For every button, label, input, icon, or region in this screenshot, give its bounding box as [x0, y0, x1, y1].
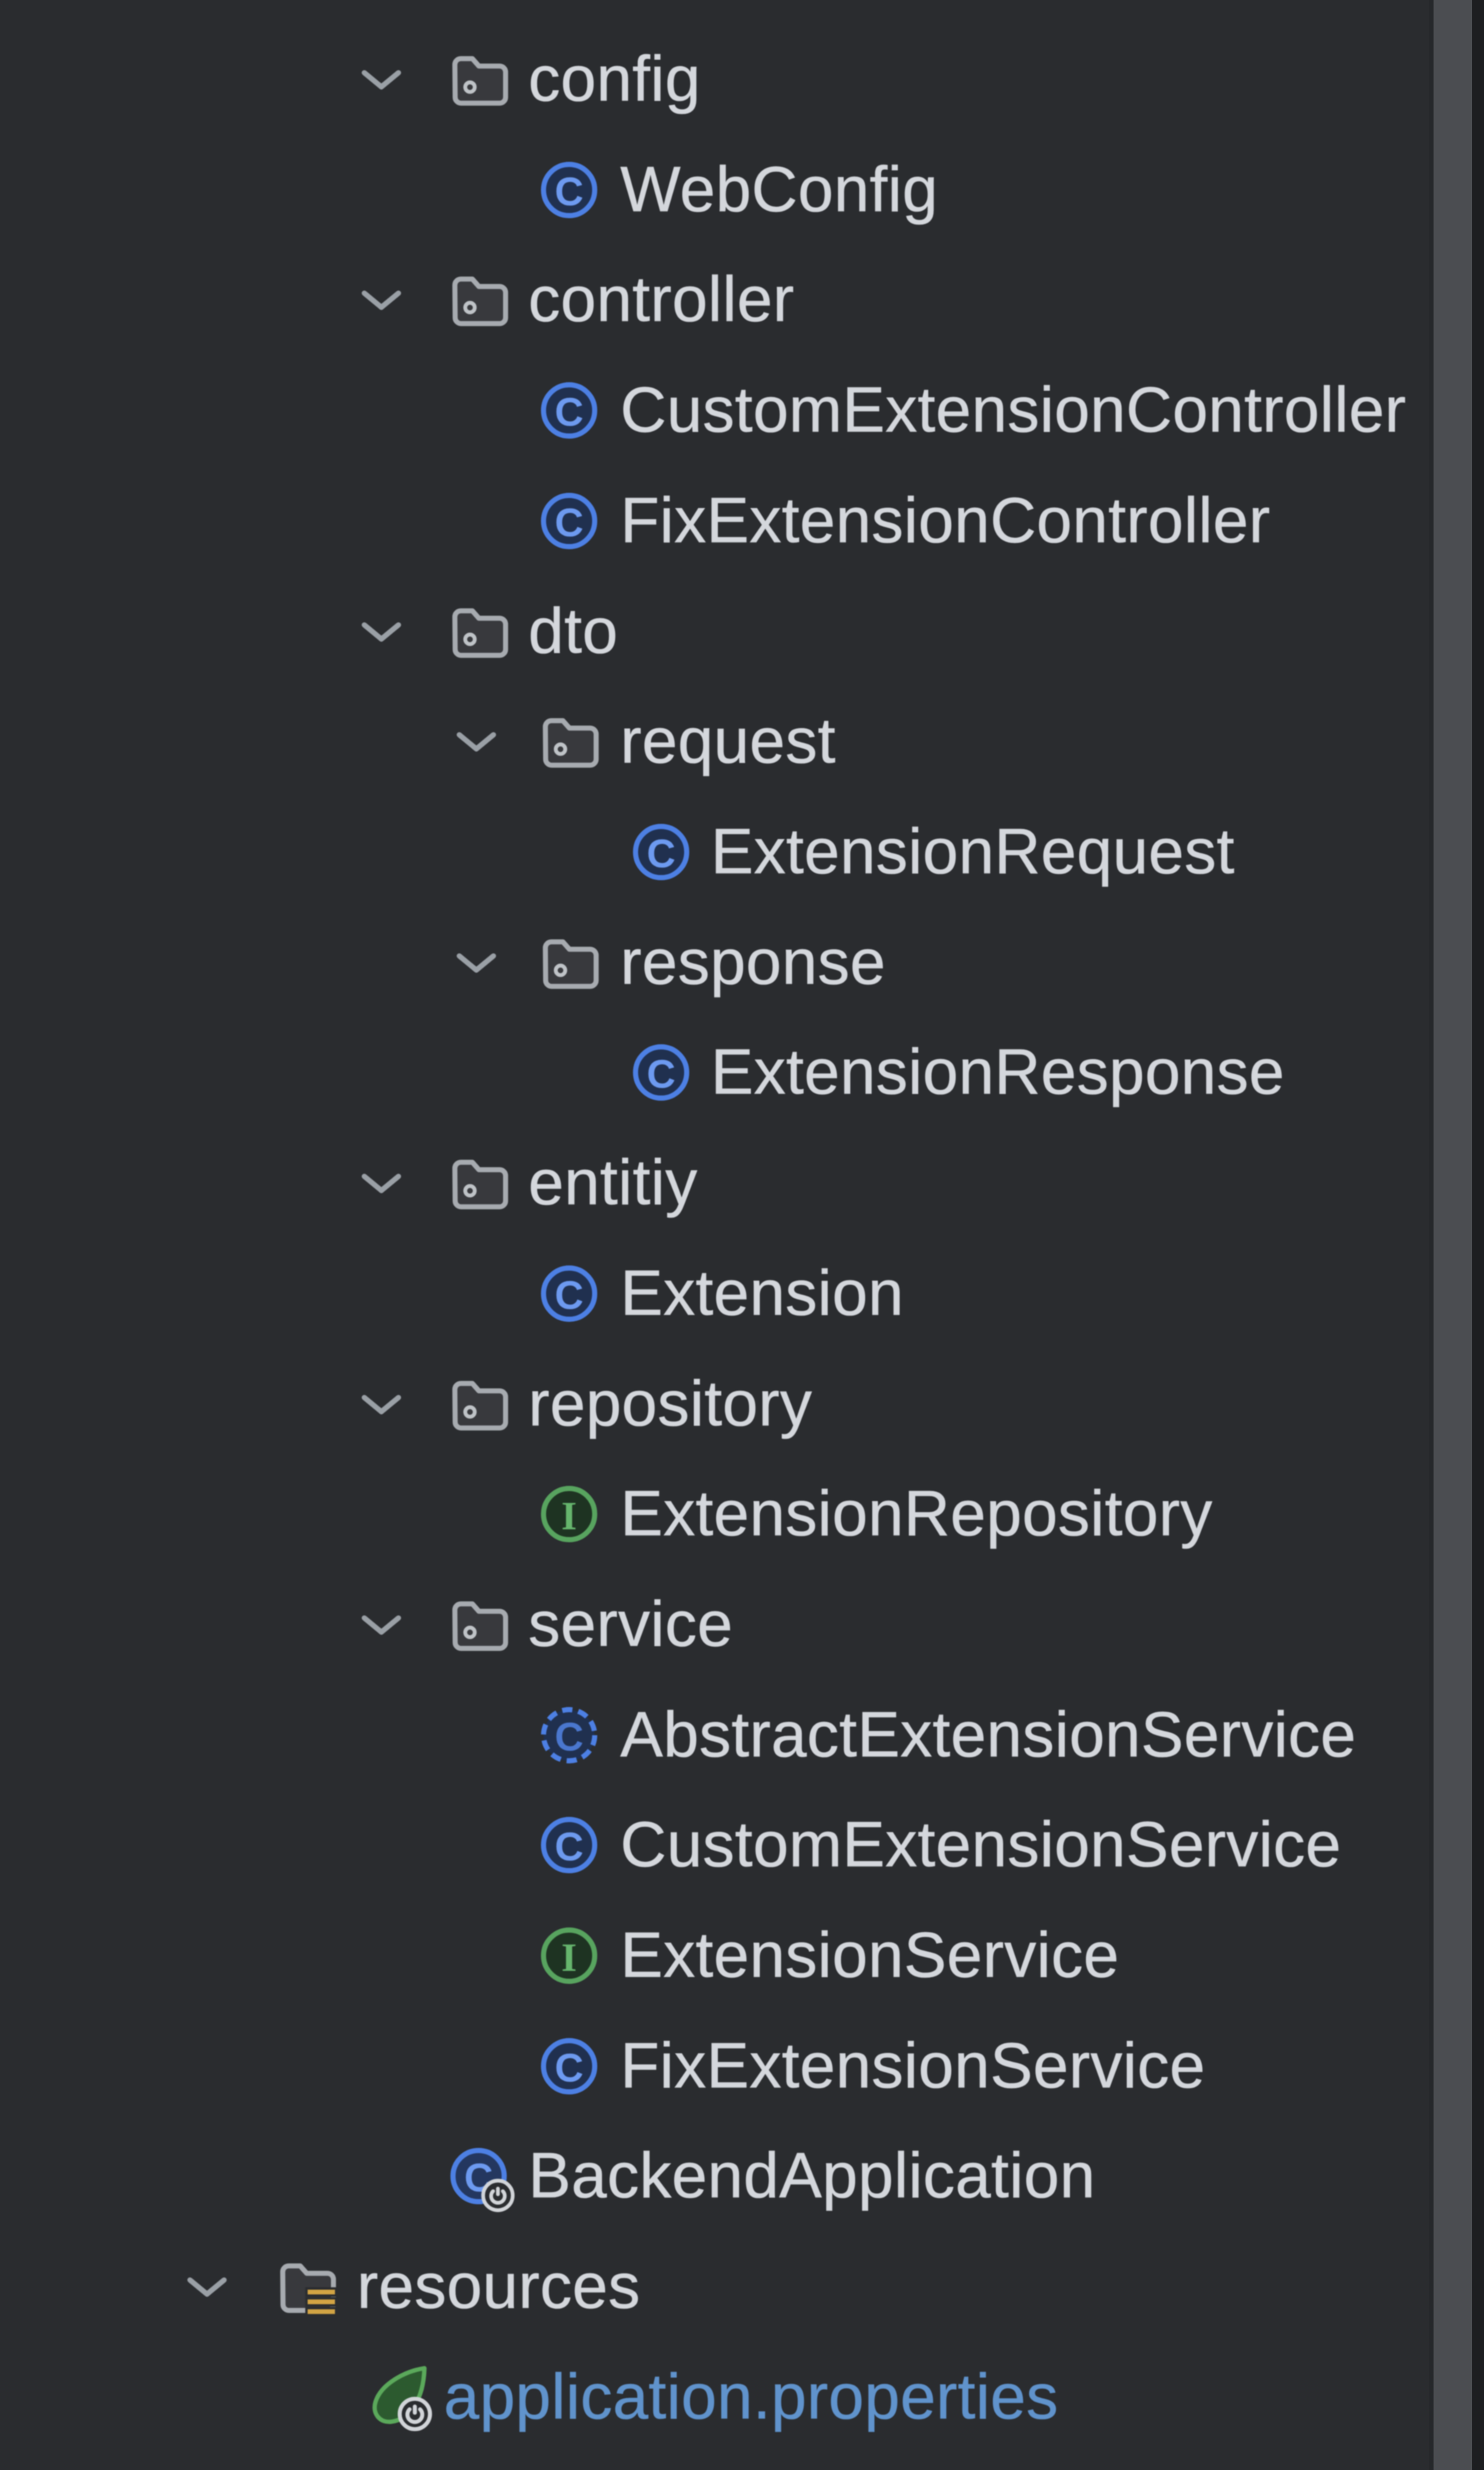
chevron-down-icon[interactable] — [360, 618, 403, 645]
scrollbar-track-seam — [1429, 0, 1434, 2470]
tree-item-label: repository — [528, 1368, 812, 1440]
folder-icon — [180, 2461, 252, 2470]
tree-row[interactable]: C FixExtensionService — [0, 2011, 1431, 2121]
tree-row[interactable]: application.properties — [0, 2342, 1431, 2452]
svg-text:C: C — [555, 1273, 584, 1317]
tree-item-label: controller — [528, 263, 795, 336]
svg-text:I: I — [562, 1935, 577, 1979]
tree-row[interactable]: dto — [0, 577, 1431, 687]
tree-item-label: config — [528, 43, 701, 115]
tree-row[interactable]: C CustomExtensionService — [0, 1790, 1431, 1900]
tree-row[interactable]: I ExtensionRepository — [0, 1459, 1431, 1569]
chevron-down-icon[interactable] — [455, 728, 498, 755]
tree-row[interactable] — [0, 2461, 1431, 2470]
tree-row[interactable]: C WebConfig — [0, 135, 1431, 245]
package-folder-icon — [535, 927, 606, 998]
tree-row[interactable]: C Extension — [0, 1239, 1431, 1349]
class-icon: C — [627, 1038, 695, 1107]
tree-item-label: dto — [528, 595, 619, 667]
tree-item-label: service — [528, 1588, 733, 1660]
tree-item-label: CustomExtensionService — [620, 1809, 1342, 1881]
panel-edge — [1472, 0, 1484, 2470]
class-icon: C — [535, 376, 603, 445]
tree-item-label: FixExtensionService — [620, 2030, 1206, 2102]
chevron-down-icon[interactable] — [360, 286, 403, 313]
package-folder-icon — [444, 44, 516, 115]
chevron-down-icon[interactable] — [360, 1391, 403, 1418]
tree-row[interactable]: repository — [0, 1349, 1431, 1459]
tree-item-label: ExtensionRepository — [620, 1478, 1213, 1550]
tree-row[interactable]: config — [0, 24, 1431, 134]
class-icon: C — [535, 487, 603, 555]
package-folder-icon — [444, 264, 516, 335]
resources-folder-icon — [272, 2251, 344, 2322]
package-folder-icon — [444, 1369, 516, 1440]
tree-item-label: entitiy — [528, 1147, 698, 1219]
tree-row[interactable]: C FixExtensionController — [0, 466, 1431, 576]
interface-icon: I — [535, 1480, 603, 1548]
chevron-down-icon[interactable] — [360, 1611, 403, 1638]
svg-text:C: C — [555, 390, 584, 434]
svg-text:C: C — [555, 1714, 584, 1759]
tree-item-label: FixExtensionController — [620, 485, 1271, 557]
svg-text:I: I — [562, 1494, 577, 1539]
tree-item-label: ExtensionRequest — [711, 816, 1235, 888]
svg-text:C: C — [555, 1825, 584, 1870]
package-folder-icon — [444, 1589, 516, 1660]
tree-item-label: Extension — [620, 1257, 904, 1329]
tree-item-label: BackendApplication — [528, 2140, 1096, 2212]
tree-row[interactable]: C ExtensionRequest — [0, 797, 1431, 907]
package-folder-icon — [535, 706, 606, 777]
tree-row[interactable]: request — [0, 687, 1431, 796]
tree-item-label: ExtensionService — [620, 1919, 1120, 1991]
svg-text:C: C — [555, 500, 584, 545]
package-folder-icon — [444, 1147, 516, 1219]
tree-row[interactable]: resources — [0, 2232, 1431, 2342]
chevron-down-icon[interactable] — [360, 1170, 403, 1196]
tree-row[interactable]: C CustomExtensionController — [0, 356, 1431, 465]
abstract-class-icon: C — [535, 1701, 603, 1769]
interface-icon: I — [535, 1922, 603, 1990]
class-icon: C — [535, 2032, 603, 2100]
package-folder-icon — [444, 596, 516, 667]
svg-text:C: C — [647, 1052, 676, 1097]
class-icon: C — [627, 818, 695, 886]
svg-text:C: C — [555, 2045, 584, 2090]
tree-item-label: ExtensionResponse — [711, 1036, 1285, 1109]
tree-row[interactable]: C AbstractExtensionService — [0, 1680, 1431, 1790]
chevron-down-icon[interactable] — [455, 949, 498, 976]
tree-item-label: request — [620, 705, 836, 777]
tree-row[interactable]: C ExtensionResponse — [0, 1018, 1431, 1127]
tree-row[interactable]: service — [0, 1570, 1431, 1680]
tree-row[interactable]: entitiy — [0, 1128, 1431, 1238]
tree-item-label: CustomExtensionController — [620, 374, 1407, 446]
chevron-down-icon[interactable] — [360, 66, 403, 93]
svg-text:C: C — [555, 169, 584, 214]
tree-item-label: WebConfig — [620, 154, 939, 226]
tree-item-label: application.properties — [444, 2361, 1059, 2433]
class-icon: C — [535, 1259, 603, 1328]
tree-row[interactable]: response — [0, 908, 1431, 1018]
spring-properties-icon — [361, 2360, 436, 2434]
scrollbar-thumb[interactable] — [1434, 0, 1472, 2470]
tree-item-label: resources — [357, 2250, 641, 2322]
class-icon: C — [535, 156, 603, 224]
chevron-down-icon[interactable] — [186, 2273, 229, 2300]
tree-row[interactable]: C BackendApplication — [0, 2121, 1431, 2231]
run-main-class-icon: C — [444, 2142, 515, 2212]
tree-row[interactable]: I ExtensionService — [0, 1901, 1431, 2011]
tree-row[interactable]: controller — [0, 245, 1431, 355]
class-icon: C — [535, 1811, 603, 1879]
svg-text:C: C — [647, 831, 676, 876]
tree-item-label: response — [620, 926, 886, 998]
tree-item-label: AbstractExtensionService — [620, 1699, 1356, 1771]
